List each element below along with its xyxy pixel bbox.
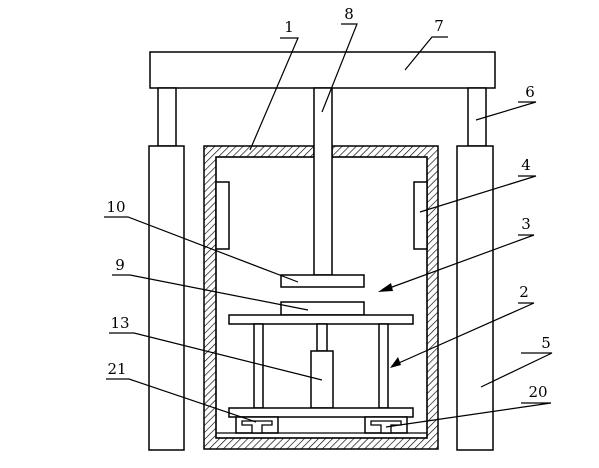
pressing-rod	[313, 87, 333, 276]
leader-13	[109, 332, 323, 381]
callout-5: 5	[541, 334, 551, 352]
left-support-column	[148, 145, 185, 451]
right-connecting-rod	[467, 87, 487, 147]
left-side-block	[215, 181, 230, 250]
leader-20	[385, 402, 552, 428]
cylinder-rod	[316, 323, 328, 352]
leader-9	[112, 274, 309, 311]
callout-7: 7	[434, 17, 444, 35]
callout-13: 13	[110, 314, 129, 332]
callout-1: 1	[284, 18, 294, 36]
arrowhead-2	[390, 357, 401, 368]
top-crossbeam	[149, 51, 496, 89]
base-plate	[228, 407, 414, 418]
left-connecting-rod	[157, 87, 177, 147]
leader-6	[475, 101, 537, 121]
leader-1	[249, 37, 299, 151]
right-support-column	[456, 145, 494, 451]
right-side-block	[413, 181, 428, 250]
leader-4	[419, 175, 537, 213]
callout-20: 20	[528, 383, 547, 401]
callout-8: 8	[344, 5, 354, 23]
right-guide-post	[378, 323, 389, 409]
callout-4: 4	[521, 156, 531, 174]
leader-5	[480, 352, 553, 388]
callout-3: 3	[521, 215, 531, 233]
leader-21	[106, 378, 257, 423]
leader-3	[383, 234, 535, 291]
leader-2	[391, 302, 535, 367]
left-guide-post	[253, 323, 264, 409]
arrowhead-3	[378, 283, 393, 292]
leader-10	[104, 216, 299, 283]
lower-pressing-block	[280, 301, 365, 316]
callout-6: 6	[525, 83, 535, 101]
leader-lines	[104, 23, 553, 428]
callout-9: 9	[115, 256, 125, 274]
callout-10: 10	[106, 198, 125, 216]
callout-21: 21	[107, 360, 126, 378]
upper-platform	[228, 314, 414, 325]
leader-7	[404, 36, 448, 71]
leader-8	[321, 23, 358, 113]
upper-pressing-block	[280, 274, 365, 288]
callout-2: 2	[519, 283, 529, 301]
